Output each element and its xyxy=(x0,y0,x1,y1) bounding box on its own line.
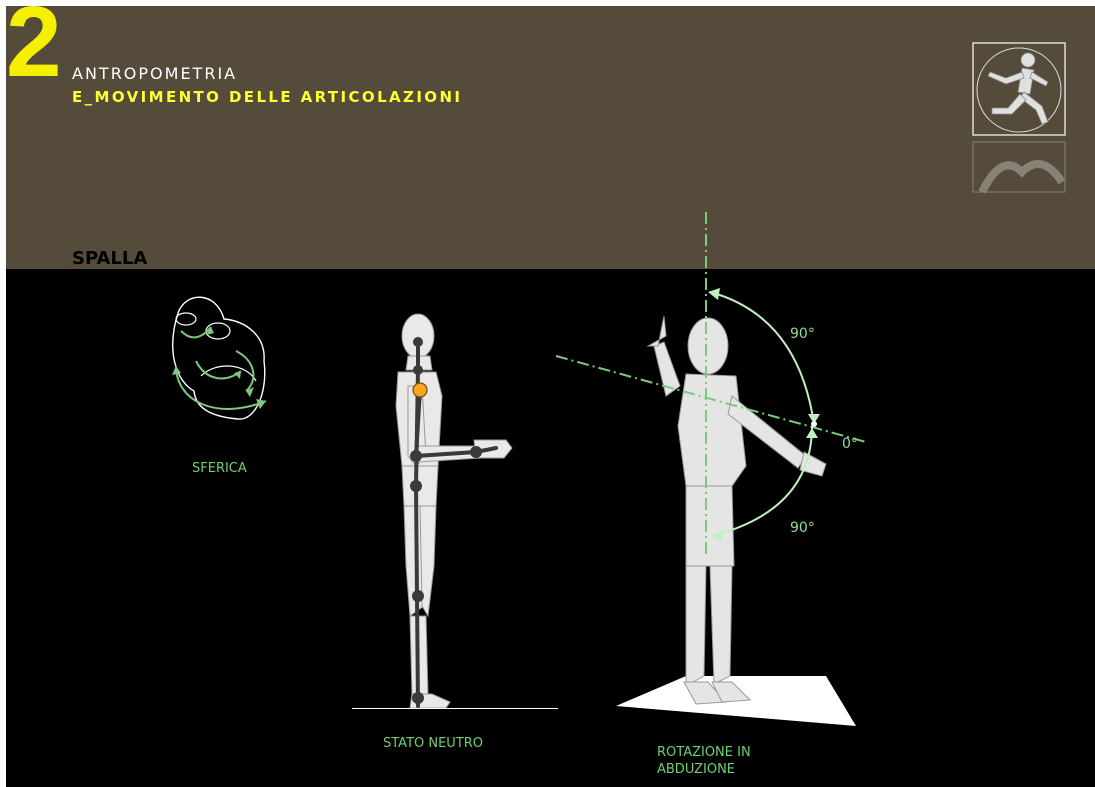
abduction-label: ROTAZIONE IN ABDUZIONE xyxy=(657,744,807,778)
slide: 2 ANTROPOMETRIA E_MOVIMENTO DELLE ARTICO… xyxy=(6,6,1095,787)
section-title: SPALLA xyxy=(72,248,147,269)
chapter-number: 2 xyxy=(6,6,62,92)
joint-type-label: SFERICA xyxy=(192,461,247,476)
angle-lower-label: 90° xyxy=(790,520,815,536)
ground-line xyxy=(352,708,558,709)
abduction-diagram xyxy=(536,206,916,746)
angle-upper-label: 90° xyxy=(790,326,815,342)
angle-zero-label: 0° xyxy=(842,436,858,452)
page-subtitle: E_MOVIMENTO DELLE ARTICOLAZIONI xyxy=(72,88,462,106)
ball-joint-diagram xyxy=(156,291,296,441)
category-title: ANTROPOMETRIA xyxy=(72,64,237,83)
neutral-state-label: STATO NEUTRO xyxy=(383,736,483,751)
neutral-figure xyxy=(346,306,566,726)
running-figure-icon xyxy=(972,42,1068,232)
